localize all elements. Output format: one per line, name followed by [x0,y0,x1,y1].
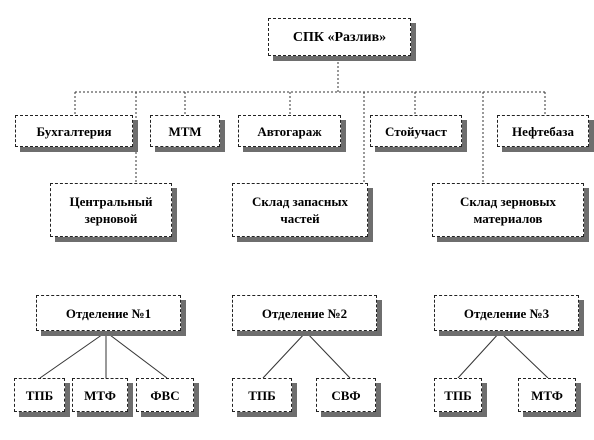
dept-node-neftebaza: Нефтебаза [497,115,589,147]
unit-node-d3-tpb: ТПБ [434,378,482,412]
dept-node-avtogarazh: Автогараж [238,115,341,147]
division-node-2: Отделение №2 [232,295,377,331]
dept-node-mtm: МТМ [150,115,220,147]
warehouse-node-central: Центральный зерновой [50,183,172,237]
unit-node-d1-mtf: МТФ [72,378,128,412]
division-node-1: Отделение №1 [36,295,181,331]
unit-node-d2-svf: СВФ [316,378,376,412]
division-node-3: Отделение №3 [434,295,579,331]
unit-node-d1-fvs: ФВС [136,378,194,412]
unit-node-d3-mtf: МТФ [518,378,576,412]
warehouse-node-spare-parts: Склад запасных частей [232,183,368,237]
dept-node-stoyuchast: Стойучаст [370,115,462,147]
unit-node-d1-tpb: ТПБ [14,378,65,412]
unit-node-d2-tpb: ТПБ [232,378,292,412]
dept-node-buhgalteriya: Бухгалтерия [15,115,133,147]
warehouse-node-grain-materials: Склад зерновых материалов [432,183,584,237]
root-node: СПК «Разлив» [268,18,411,56]
